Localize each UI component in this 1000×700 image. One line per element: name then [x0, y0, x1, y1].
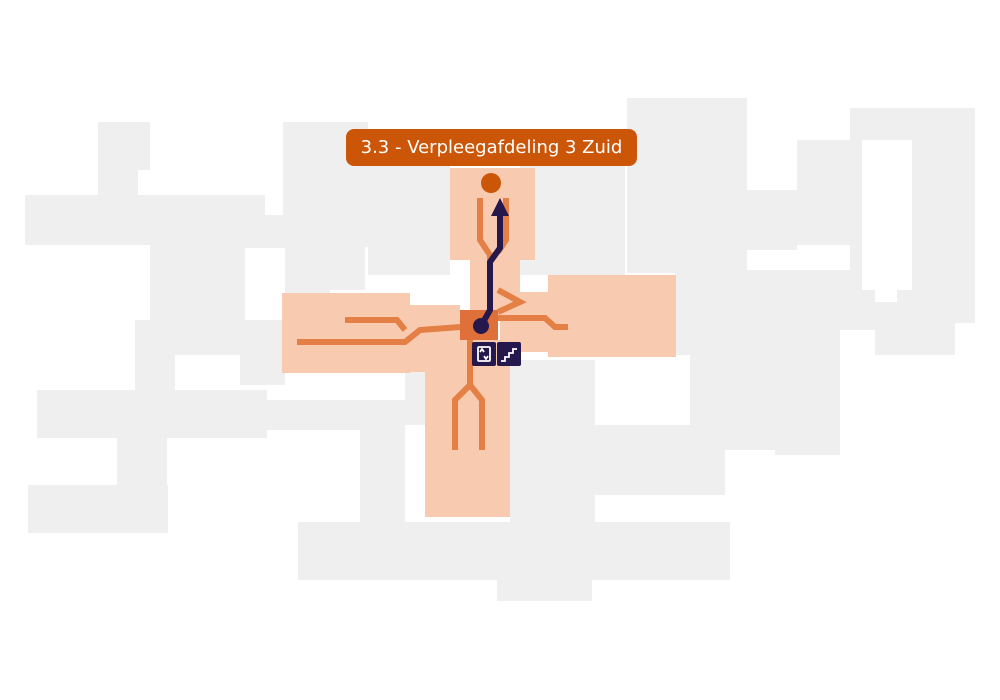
destination-label[interactable]: 3.3 - Verpleegafdeling 3 Zuid [346, 129, 637, 166]
current-location-dot-icon [473, 318, 489, 334]
courtyards [138, 140, 912, 425]
route-path [473, 198, 509, 334]
building-outline [25, 98, 975, 601]
elevator-icon[interactable] [472, 342, 496, 366]
facility-icons[interactable] [472, 342, 521, 366]
destination-dot-icon[interactable] [481, 173, 501, 193]
direction-arrow-icon [491, 198, 509, 216]
